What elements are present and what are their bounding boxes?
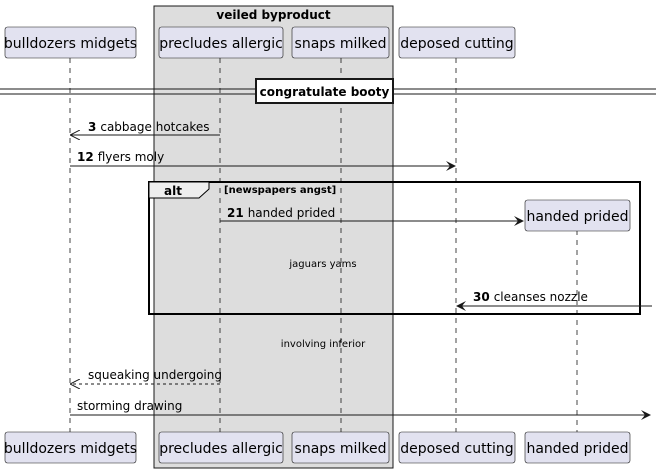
participant-box-snaps-bottom: snaps milked [291,431,390,464]
message-number: 3 [88,120,96,134]
fragment-condition: [newspapers angst] [224,185,336,196]
divider-label: congratulate booty [260,85,390,99]
participant-box-bulldozers-bottom: bulldozers midgets [4,431,137,464]
message-number: 30 [473,290,490,304]
participant-box-deposed-top: deposed cutting [398,26,516,59]
message-text: squeaking undergoing [88,368,222,382]
delay-label: jaguars yams [288,259,356,270]
message-3: 3 cabbage hotcakes [71,120,220,135]
fragment-keyword: alt [164,184,182,198]
message-number: 21 [227,206,244,220]
message-12: 12 flyers moly [70,150,456,171]
participant-box-snaps-top: snaps milked [291,26,390,59]
participant-label: precludes allergic [159,441,283,457]
message-squeaking-undergoing: squeaking undergoing [71,368,222,384]
participant-box-bulldozers-top: bulldozers midgets [4,26,137,59]
participant-label: bulldozers midgets [4,36,137,52]
message-number: 12 [77,150,94,164]
alt-fragment: alt [newspapers angst] [148,181,641,315]
lifelines [69,58,578,432]
delay-jaguars-yams: jaguars yams [288,259,356,270]
delay-involving-inferior: involving inferior [281,339,366,350]
message-storming-drawing: storming drawing [70,399,651,420]
message-text: flyers moly [98,150,165,164]
participant-label: snaps milked [295,36,387,52]
message-text: cleanses nozzle [494,290,588,304]
participant-box-precludes-bottom: precludes allergic [158,431,284,464]
participant-label: handed prided [526,441,628,457]
participant-box-handed-created: handed prided [524,199,631,232]
participant-box-deposed-bottom: deposed cutting [398,431,516,464]
participant-box-precludes-top: precludes allergic [158,26,284,59]
group-box-title: veiled byproduct [216,8,331,22]
message-21: 21 handed prided [220,206,524,226]
participant-label: deposed cutting [400,441,513,457]
participant-label: handed prided [526,209,628,225]
participant-label: deposed cutting [400,36,513,52]
participant-label: bulldozers midgets [4,441,137,457]
message-text: handed prided [248,206,336,220]
participant-label: precludes allergic [159,36,283,52]
message-text: storming drawing [77,399,182,413]
message-30: 30 cleanses nozzle [456,290,652,311]
group-box-veiled-byproduct: veiled byproduct [153,5,394,469]
delay-label: involving inferior [281,339,366,350]
message-text: cabbage hotcakes [100,120,209,134]
divider-congratulate-booty: congratulate booty [0,78,656,104]
participant-label: snaps milked [295,441,387,457]
participant-box-handed-bottom: handed prided [524,431,631,464]
